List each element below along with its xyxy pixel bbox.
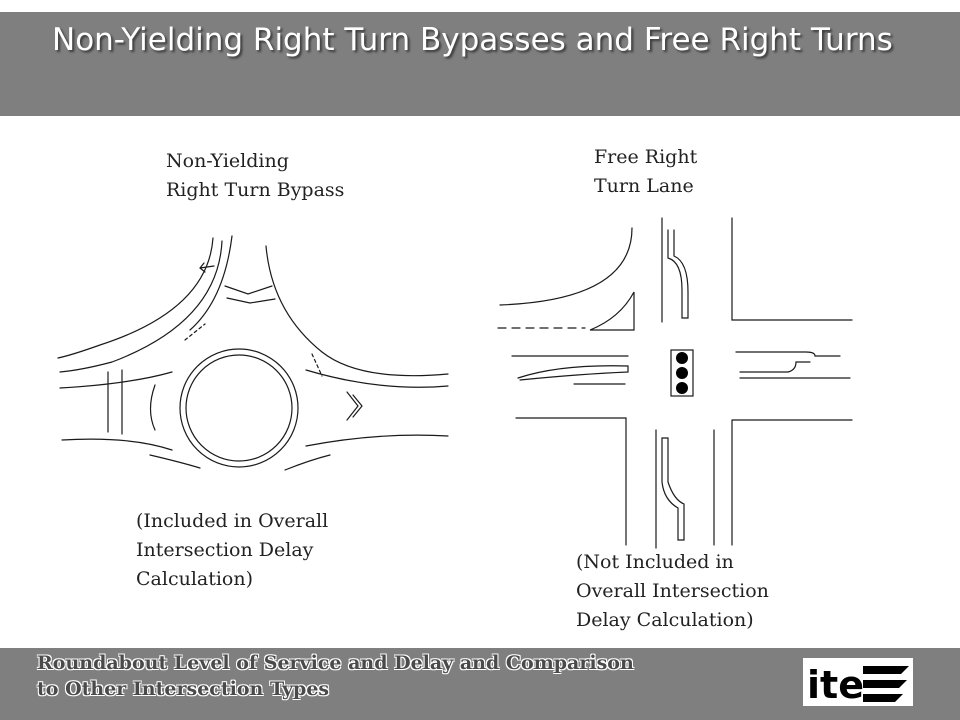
- logo-text: ite: [807, 663, 864, 706]
- se-corner-curb: [731, 419, 853, 546]
- footer-bar: Roundabout Level of Service and Delay an…: [0, 648, 960, 720]
- south-approach-right-edge: [284, 454, 331, 471]
- bypass-lane-outer: [57, 237, 214, 359]
- title-bar: [0, 12, 960, 116]
- west-approach-bottom-edge: [61, 438, 173, 451]
- west-approach-top-edge: [59, 371, 173, 389]
- bypass-yield-line: [184, 323, 206, 341]
- north-approach-right-edge: [265, 245, 323, 353]
- north-splitter-bottom: [226, 297, 276, 304]
- north-median: [667, 229, 689, 319]
- traffic-signal-icon: [670, 349, 694, 397]
- signalized-intersection-diagram: [497, 217, 853, 549]
- bypass-arrow-shaft: [199, 265, 215, 269]
- east-approach-bottom-edge: [305, 434, 449, 447]
- east-yield-line: [311, 353, 323, 377]
- roundabout-diagram: [57, 235, 449, 471]
- not-included-note: (Not Included in Overall Intersection De…: [576, 551, 769, 631]
- east-approach-top-edge: [305, 369, 449, 388]
- included-note: (Included in Overall Intersection Delay …: [136, 510, 329, 590]
- west-splitter: [149, 384, 156, 431]
- north-splitter-top: [224, 285, 273, 295]
- east-median: [739, 361, 811, 373]
- west-crosswalk: [107, 369, 123, 435]
- free-right-label: Free Right Turn Lane: [594, 146, 698, 197]
- ne-corner-curb: [731, 217, 853, 321]
- east-approach-top-edge: [735, 351, 841, 357]
- central-island-outer: [179, 348, 299, 468]
- slide-title: Non-Yielding Right Turn Bypasses and Fre…: [52, 22, 893, 58]
- sw-corner-curb: [515, 417, 627, 546]
- south-approach-left-edge: [149, 454, 201, 469]
- bypass-label: Non-Yielding Right Turn Bypass: [166, 150, 345, 201]
- central-island-inner: [185, 354, 293, 462]
- east-splitter-outer: [346, 391, 359, 421]
- north-approach-left-edge: [189, 235, 233, 331]
- west-median: [517, 365, 629, 381]
- south-median: [661, 437, 685, 541]
- bypass-lane-inner: [59, 240, 223, 373]
- east-approach-outer-edge: [321, 351, 449, 377]
- east-splitter-inner: [352, 394, 363, 418]
- free-right-outer-curb: [499, 227, 633, 306]
- ite-logo-icon: ite: [803, 658, 913, 706]
- bypass-arrow-head: [199, 262, 206, 273]
- footer-caption: Roundabout Level of Service and Delay an…: [37, 652, 634, 700]
- free-right-island: [589, 291, 635, 331]
